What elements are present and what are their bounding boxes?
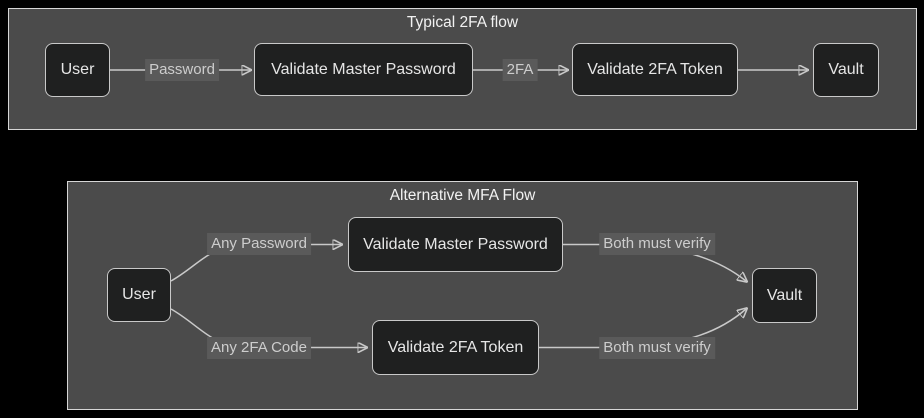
node-f2-validate-2fa-token: Validate 2FA Token bbox=[372, 320, 539, 375]
edge-label-any-2fa-code: Any 2FA Code bbox=[207, 337, 311, 359]
edge-label-password: Password bbox=[145, 59, 219, 81]
node-f1-validate-master-password: Validate Master Password bbox=[254, 43, 473, 96]
node-f2-vault: Vault bbox=[752, 268, 817, 323]
subgraph-title-typical-2fa-flow: Typical 2FA flow bbox=[406, 14, 519, 31]
node-f2-user: User bbox=[107, 268, 171, 322]
node-f1-validate-2fa-token: Validate 2FA Token bbox=[572, 43, 738, 96]
subgraph-title-alternative-mfa-flow: Alternative MFA Flow bbox=[389, 187, 536, 204]
edge-label-any-password: Any Password bbox=[207, 233, 311, 255]
node-f2-validate-master-password: Validate Master Password bbox=[348, 217, 563, 272]
node-f1-vault: Vault bbox=[813, 43, 879, 97]
edge-label-both-must-verify-top: Both must verify bbox=[599, 233, 715, 255]
node-f1-user: User bbox=[45, 43, 110, 97]
edge-label-2fa: 2FA bbox=[502, 59, 538, 81]
edge-label-both-must-verify-bottom: Both must verify bbox=[599, 337, 715, 359]
